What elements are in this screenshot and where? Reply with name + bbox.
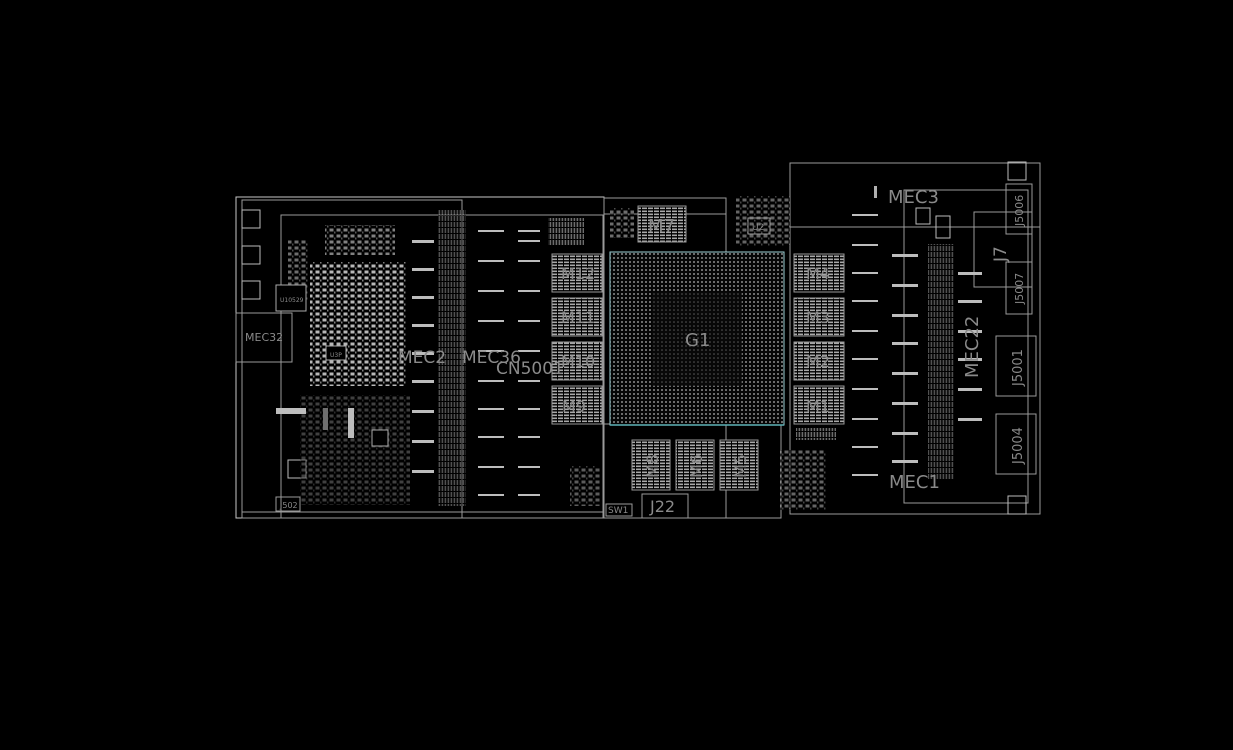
- connector-label-j502: J502: [279, 501, 298, 510]
- right-vrm-phases: [852, 214, 982, 480]
- connector-label-j7: J7: [991, 246, 1011, 263]
- mec-label-mec3: MEC3: [888, 187, 939, 208]
- mem-label-m12: M12: [561, 264, 595, 283]
- mem-label-m6: M6: [687, 454, 706, 478]
- mem-label-m5: M5: [731, 454, 750, 478]
- gpu-package: [609, 251, 785, 426]
- left-vrm-phases: [412, 210, 540, 506]
- connector-label-u10529: U10529: [280, 297, 304, 304]
- mem-label-m9: M9: [562, 397, 586, 416]
- mem-label-m3: M3: [806, 308, 830, 327]
- connector-outlines: [275, 183, 1037, 519]
- connector-label-j5007: J5007: [1013, 273, 1026, 305]
- mem-label-m4: M4: [806, 264, 830, 283]
- connector-label-u2: U2: [752, 223, 764, 233]
- gpu-label: G1: [685, 330, 710, 351]
- connector-label-j22: J22: [649, 497, 675, 516]
- mem-label-m7: M7: [648, 216, 675, 237]
- mem-label-m8: M8: [643, 454, 662, 478]
- reference-designators: G1 M12 M11 M10 M9 M4 M3 M2 M1 M7 M8 M6 M…: [245, 187, 1026, 516]
- mec-label-mec32: MEC32: [245, 331, 283, 344]
- connector-label-j5001: J5001: [1011, 349, 1026, 387]
- connector-label-u3p: U3P: [330, 352, 342, 359]
- mem-label-m10: M10: [561, 352, 595, 371]
- mec-label-mec1: MEC1: [889, 472, 940, 493]
- mec-label-mec36: MEC36: [462, 348, 521, 368]
- misc-components: [548, 186, 951, 510]
- mec-label-mec2: MEC2: [398, 348, 446, 368]
- mem-label-m1: M1: [806, 397, 830, 416]
- mem-label-m11: M11: [561, 308, 595, 327]
- connector-label-j5004: J5004: [1011, 427, 1026, 465]
- connector-label-cn5001: CN5001: [496, 359, 564, 379]
- mec-label-mec22: MEC22: [962, 316, 983, 378]
- connector-label-j5006: J5006: [1013, 195, 1026, 227]
- connector-label-sw1: SW1: [608, 506, 628, 516]
- mem-label-m2: M2: [806, 352, 830, 371]
- memory-chips: [551, 205, 845, 491]
- left-component-cluster: [275, 225, 410, 505]
